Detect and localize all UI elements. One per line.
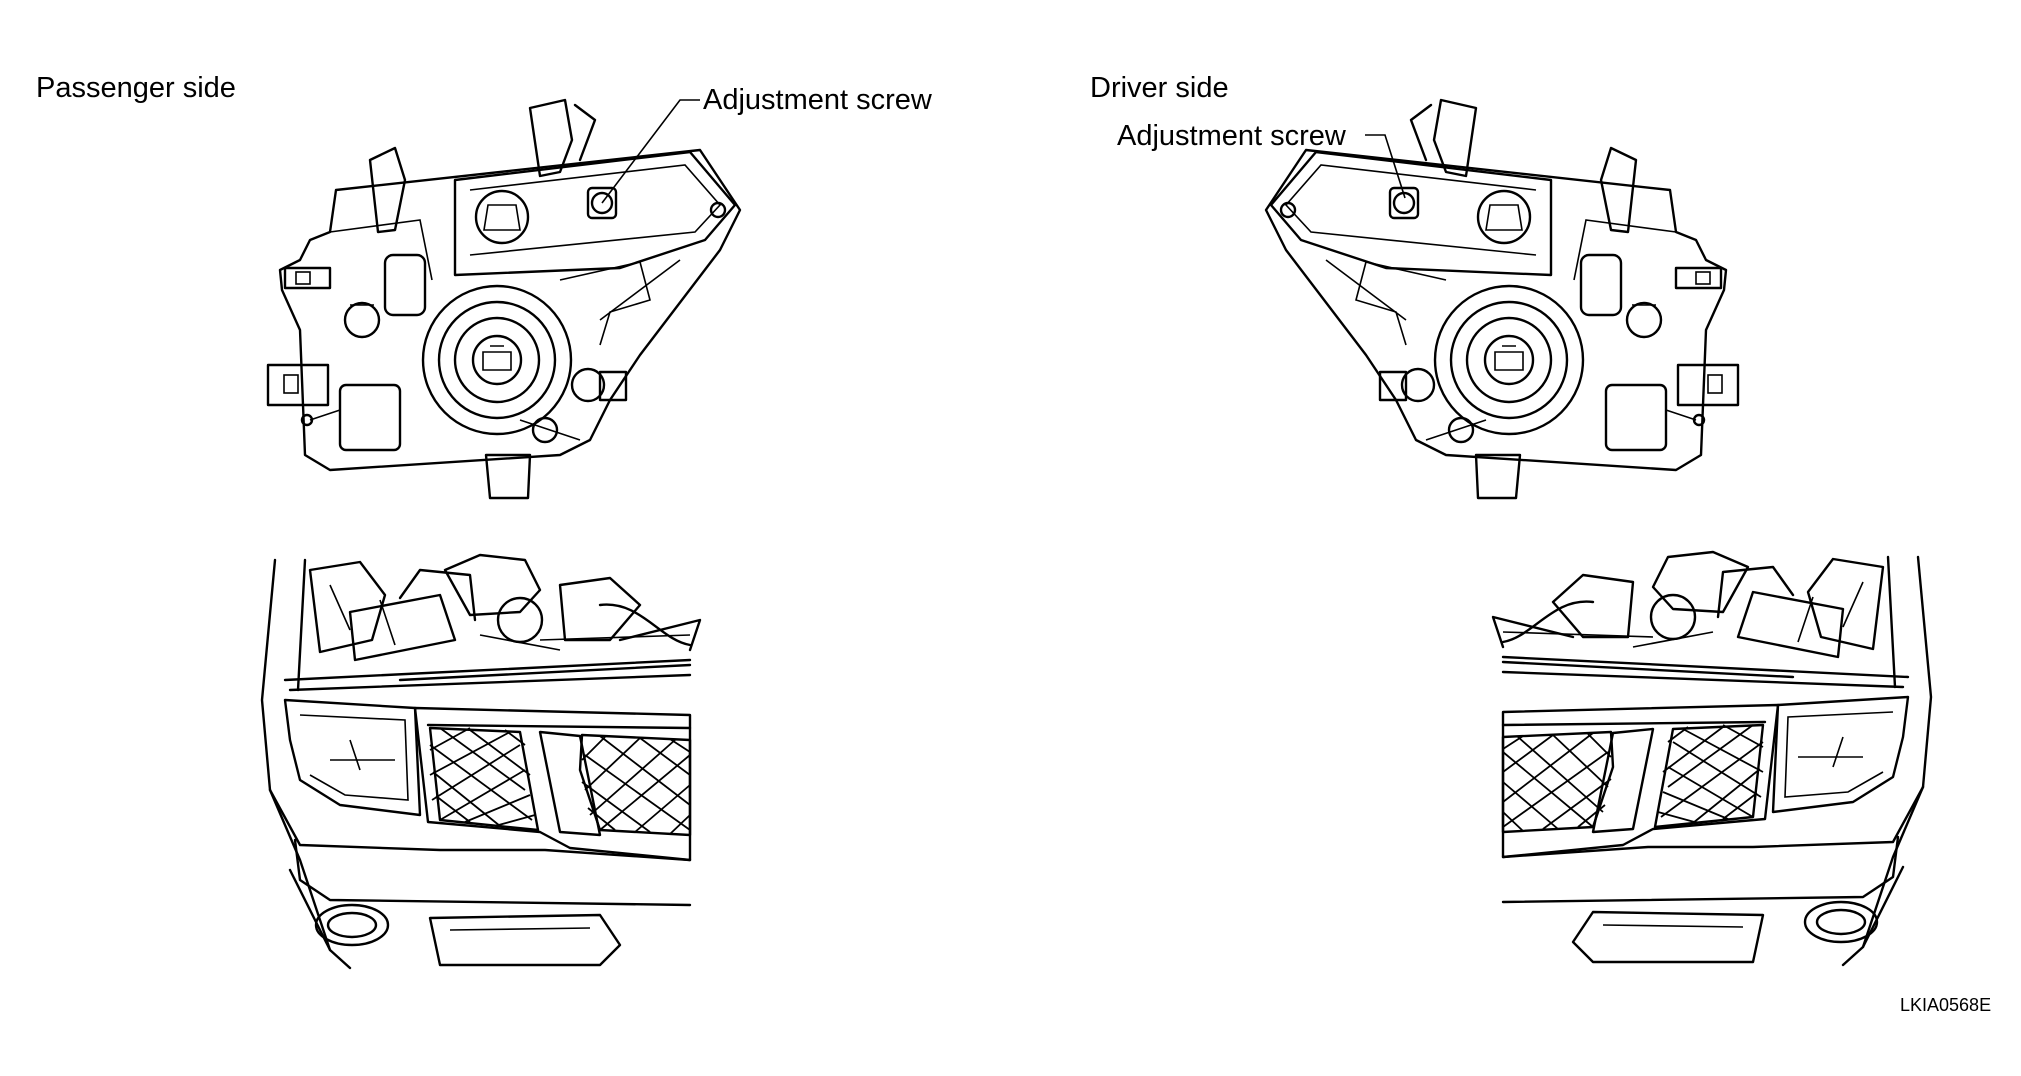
figure-code: LKIA0568E (1900, 995, 1992, 1015)
passenger-vehicle-front (260, 553, 702, 970)
passenger-side-title: Passenger side (36, 72, 236, 104)
passenger-callout-leader (601, 99, 700, 204)
driver-headlamp-assembly (1264, 98, 1740, 500)
driver-adjustment-screw-label: Adjustment screw (1117, 120, 1346, 152)
driver-side-title: Driver side (1090, 72, 1229, 104)
passenger-headlamp-assembly (266, 98, 742, 500)
driver-vehicle-front (1491, 550, 1933, 967)
driver-callout-leader (1365, 134, 1406, 199)
passenger-adjustment-screw-label: Adjustment screw (703, 84, 932, 116)
